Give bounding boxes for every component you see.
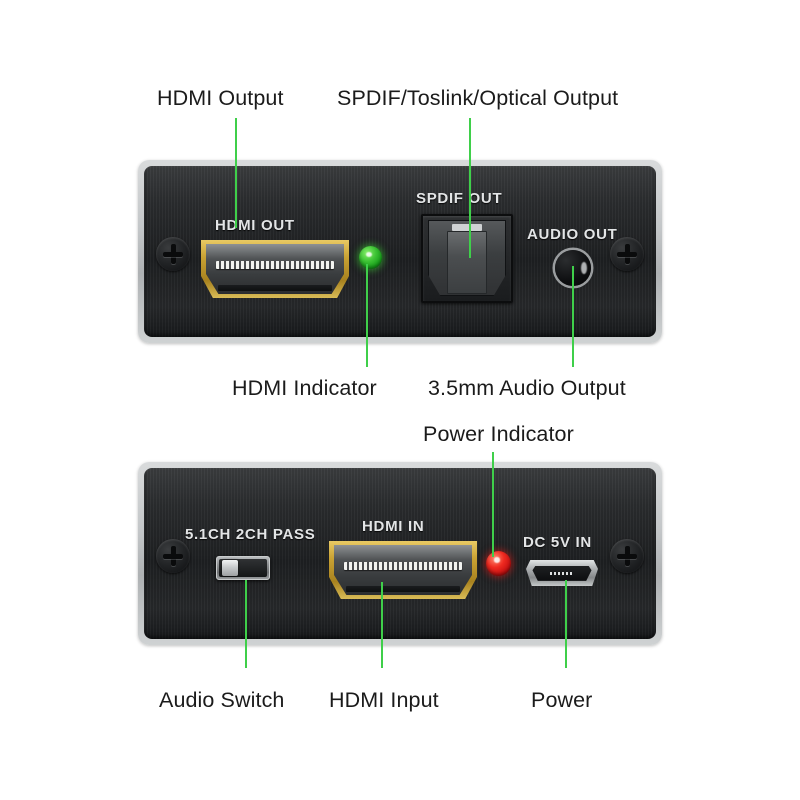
- device-front-panel: HDMI OUT SPDIF OUT AUDIO OUT: [138, 160, 662, 343]
- leader-line-hdmi-indicator: [366, 264, 368, 367]
- dc-power-cavity: [532, 565, 592, 581]
- rear-faceplate: 5.1CH 2CH PASS HDMI IN DC 5V IN: [144, 468, 656, 639]
- hdmi-input-lip: [346, 585, 460, 592]
- hdmi-indicator-led: [359, 246, 382, 269]
- hdmi-input-port[interactable]: [329, 541, 477, 599]
- hdmi-input-cavity: [334, 545, 472, 595]
- spdif-shutter-frame: [428, 220, 506, 296]
- hdmi-output-port[interactable]: [201, 240, 349, 298]
- callout-label-audio-output: 3.5mm Audio Output: [428, 376, 626, 400]
- spdif-optical-port[interactable]: [421, 214, 513, 303]
- leader-line-power: [565, 580, 567, 668]
- silkscreen-spdif-out: SPDIF OUT: [416, 190, 503, 207]
- device-rear-panel: 5.1CH 2CH PASS HDMI IN DC 5V IN: [138, 462, 662, 645]
- phillips-screw-icon-front-right: [610, 237, 644, 271]
- switch-track: [219, 559, 267, 577]
- spdif-dust-shutter: [447, 231, 487, 294]
- hdmi-output-lip: [218, 284, 332, 291]
- leader-line-hdmi-input: [381, 582, 383, 668]
- silkscreen-hdmi-in: HDMI IN: [362, 518, 425, 535]
- dc-power-pins: [550, 572, 574, 576]
- hdmi-input-pins: [343, 562, 463, 570]
- hdmi-output-pins: [215, 261, 335, 269]
- callout-label-spdif-output: SPDIF/Toslink/Optical Output: [337, 86, 619, 110]
- phillips-screw-icon-rear-left: [156, 539, 190, 573]
- hdmi-output-cavity: [206, 244, 344, 294]
- phillips-screw-icon-rear-right: [610, 539, 644, 573]
- silkscreen-audio-switch: 5.1CH 2CH PASS: [185, 526, 316, 543]
- front-faceplate: HDMI OUT SPDIF OUT AUDIO OUT: [144, 166, 656, 337]
- phillips-screw-icon-front-left: [156, 237, 190, 271]
- silkscreen-dc-in: DC 5V IN: [523, 534, 592, 551]
- callout-label-hdmi-indicator: HDMI Indicator: [232, 376, 377, 400]
- power-indicator-led: [486, 551, 511, 576]
- leader-line-spdif-output: [469, 118, 471, 258]
- spdif-latch-tab: [451, 223, 483, 231]
- callout-label-power-indicator: Power Indicator: [423, 422, 574, 446]
- callout-label-audio-switch: Audio Switch: [159, 688, 285, 712]
- silkscreen-hdmi-out: HDMI OUT: [215, 217, 295, 234]
- leader-line-audio-output: [572, 266, 574, 367]
- callout-label-power: Power: [531, 688, 593, 712]
- callout-label-hdmi-output: HDMI Output: [157, 86, 284, 110]
- leader-line-power-indicator: [492, 452, 494, 557]
- leader-line-audio-switch: [245, 580, 247, 668]
- silkscreen-audio-out: AUDIO OUT: [527, 226, 618, 243]
- leader-line-hdmi-output: [235, 118, 237, 228]
- callout-label-hdmi-input: HDMI Input: [329, 688, 439, 712]
- switch-knob[interactable]: [221, 560, 239, 576]
- audio-mode-switch[interactable]: [216, 556, 270, 580]
- dc-power-port[interactable]: [526, 560, 598, 586]
